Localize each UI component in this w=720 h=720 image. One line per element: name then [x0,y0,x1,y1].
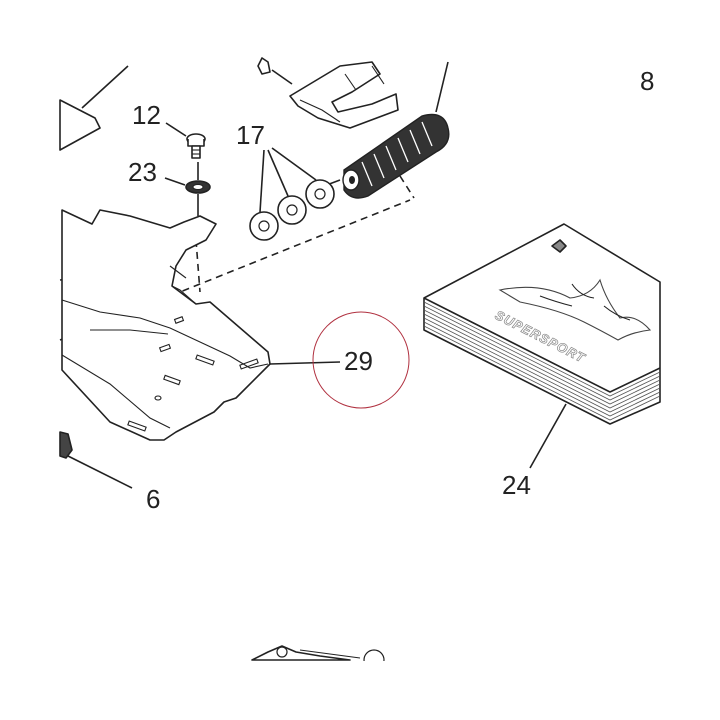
callout-6: 6 [146,484,160,514]
callout-12: 12 [132,100,161,130]
part-17-washers [249,147,335,241]
callout-24: 24 [502,470,531,500]
part-23-washer [164,162,211,216]
part-8-seat-edge [59,65,129,151]
callout-17: 17 [236,120,265,150]
callout-23: 23 [128,157,157,187]
part-29-undertray [61,209,341,441]
part-bottom-fragment [240,645,440,720]
callout-29: 29 [344,346,373,376]
part-6-fragment [59,431,133,489]
part-12-screw [165,122,206,159]
callout-8: 8 [640,66,654,96]
highlight-circle-29 [312,311,410,409]
part-bracket [257,57,399,129]
part-24-owners-manual: SUPERSPORT [423,223,661,469]
